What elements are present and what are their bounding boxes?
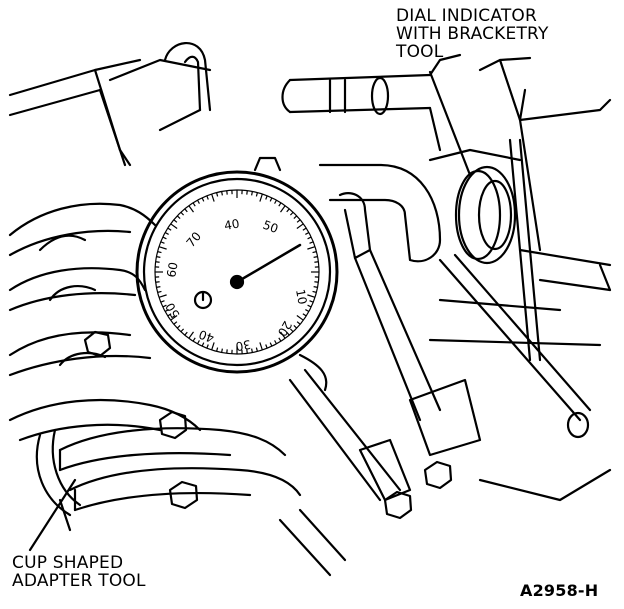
dial-tick: [174, 220, 177, 223]
dial-tick: [270, 343, 272, 347]
dial-number: 20: [275, 319, 295, 339]
dial-tick: [181, 329, 184, 332]
dial-tick: [185, 209, 188, 212]
dial-number: 10: [293, 288, 309, 305]
dial-tick: [174, 322, 177, 325]
knurled-wheel: [456, 167, 515, 263]
dial-number: 50: [261, 218, 280, 236]
dial-tick: [279, 338, 281, 341]
cup-adapter-label: CUP SHAPED ADAPTER TOOL: [12, 554, 146, 590]
dial-tick: [181, 212, 184, 215]
dial-tick: [275, 200, 277, 204]
dial-tick: [222, 191, 223, 195]
dial-tick: [159, 295, 167, 297]
label-line: ADAPTER TOOL: [12, 572, 146, 590]
dial-ticks: [155, 190, 319, 354]
dial-tick: [260, 342, 262, 350]
dial-tick: [161, 242, 165, 243]
dial-tick: [227, 191, 228, 195]
dial-tick: [314, 262, 318, 263]
dial-tick: [156, 257, 160, 258]
dial-tick: [313, 291, 317, 292]
dial-tick: [303, 228, 306, 230]
dial-tick: [168, 228, 171, 230]
dial-number: 30: [234, 337, 251, 353]
dial-tick: [307, 247, 315, 249]
dial-tick: [280, 206, 285, 212]
dial-tick: [212, 194, 214, 202]
dial-tick: [287, 209, 290, 212]
dial-number: 60: [164, 261, 180, 278]
dial-tick: [297, 224, 303, 229]
dial-tick: [158, 291, 162, 292]
dial-tick: [270, 198, 272, 202]
dial-tick: [156, 282, 160, 283]
dial-tick: [222, 349, 223, 353]
label-line: WITH BRACKETRY: [396, 25, 549, 43]
dial-tick: [177, 216, 180, 219]
dial-tick: [202, 198, 204, 202]
dial-tick: [185, 332, 188, 335]
label-line: DIAL INDICATOR: [396, 7, 549, 25]
dial-tick: [308, 305, 312, 307]
leader-lines: [30, 72, 470, 550]
dial-tick: [297, 315, 303, 320]
dial-tick: [189, 206, 194, 212]
label-line: CUP SHAPED: [12, 554, 146, 572]
dial-tick: [279, 203, 281, 206]
dial-tick: [256, 348, 257, 352]
dial-tick: [193, 203, 195, 206]
dial-tick: [308, 237, 312, 239]
dial-tick: [159, 247, 167, 249]
dial-tick: [290, 212, 293, 215]
dial-tick: [314, 257, 318, 258]
dial-tick: [156, 287, 160, 288]
dial-tick: [217, 193, 218, 197]
dial-tick: [297, 322, 300, 325]
dial-tick: [165, 232, 169, 234]
figure-id: A2958-H: [520, 582, 598, 600]
dial-tick: [177, 325, 180, 328]
dial-tick: [314, 287, 318, 288]
dial-tick: [171, 224, 177, 229]
dial-tick: [256, 193, 257, 197]
dial-tick: [260, 194, 262, 202]
dial-number: 40: [197, 327, 216, 345]
dial-tick: [193, 338, 195, 341]
dial-tick: [305, 310, 309, 312]
dial-tick: [189, 332, 194, 338]
dial-tick: [197, 200, 199, 204]
dial-tick: [303, 314, 306, 316]
dial-tick: [217, 348, 218, 352]
dial-tick: [275, 340, 277, 344]
dial-tick: [294, 216, 297, 219]
dial-tick: [207, 196, 208, 200]
dial-number: 40: [223, 217, 240, 233]
dial-tick: [247, 191, 248, 195]
dial-tick: [161, 301, 165, 302]
dial-tick: [313, 252, 317, 253]
dial-tick: [266, 196, 267, 200]
dial-tick: [266, 345, 267, 349]
dial-tick: [158, 252, 162, 253]
dial-tick: [163, 237, 167, 239]
dial-bracket-rods: [280, 140, 590, 575]
dial-tick: [156, 262, 160, 263]
dial-indicator-label: DIAL INDICATOR WITH BRACKETRY TOOL: [396, 7, 549, 61]
dial-tick: [252, 191, 253, 195]
dial-number: 70: [184, 229, 205, 250]
dial-tick: [314, 282, 318, 283]
dial-tick: [305, 232, 309, 234]
dial-tick: [227, 349, 228, 353]
dial-number: 50: [163, 300, 183, 320]
label-line: TOOL: [396, 43, 549, 61]
dial-tick: [310, 242, 314, 243]
dial-tick: [297, 220, 300, 223]
